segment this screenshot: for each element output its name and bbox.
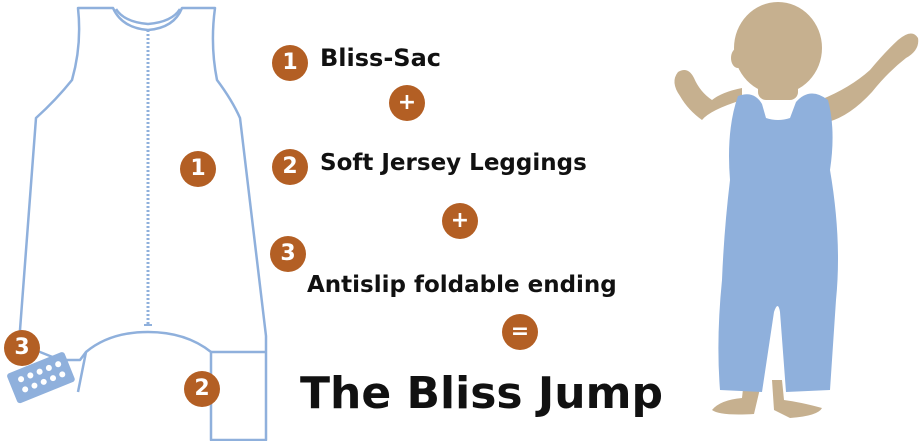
step-3-label: Antislip foldable ending (307, 272, 617, 298)
marker-1-badge: 1 (180, 151, 216, 187)
step-1-badge: 1 (272, 45, 308, 81)
step-2-label: Soft Jersey Leggings (320, 150, 587, 176)
plus-operator: + (389, 85, 425, 121)
step-3-badge: 3 (270, 236, 306, 272)
step-2-badge: 2 (272, 149, 308, 185)
garment-illustration (7, 6, 268, 441)
equals-operator: = (502, 314, 538, 350)
plus-operator: + (442, 203, 478, 239)
baby-illustration (674, 2, 919, 418)
result-title: The Bliss Jump (300, 368, 663, 419)
marker-2-badge: 2 (184, 371, 220, 407)
marker-3-badge: 3 (4, 330, 40, 366)
step-1-label: Bliss-Sac (320, 44, 441, 72)
